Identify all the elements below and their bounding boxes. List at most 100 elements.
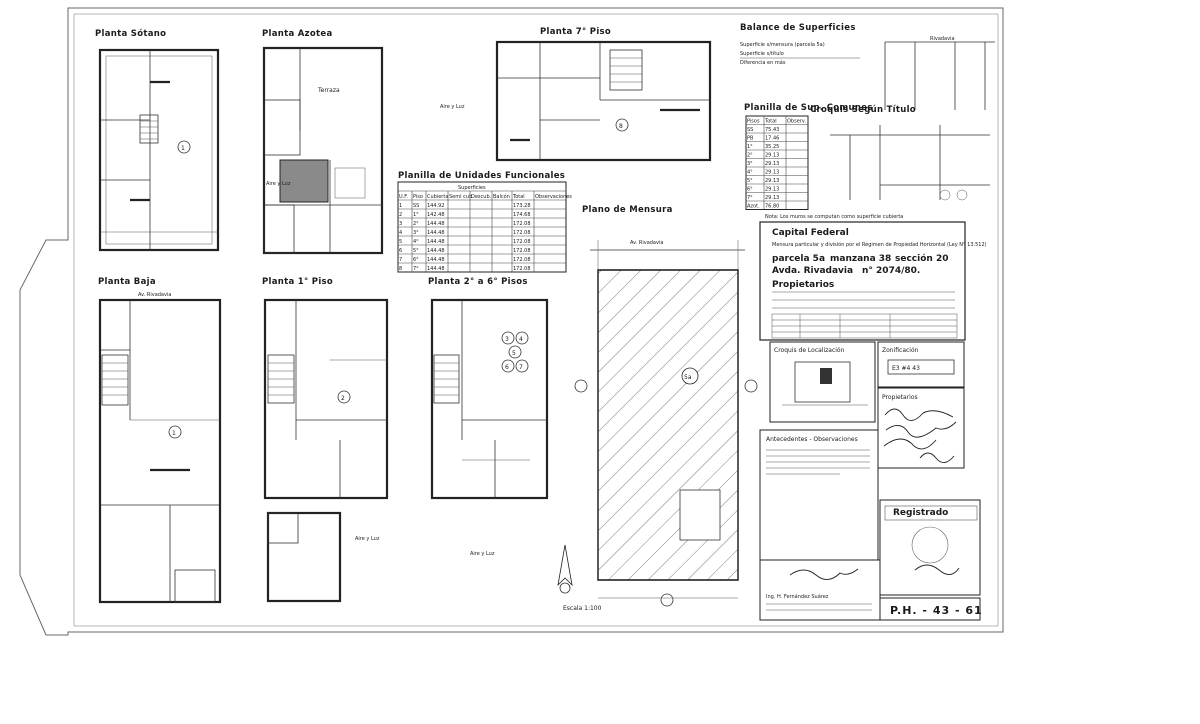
unidades-col-header: Semi cub. [449,194,474,200]
mensura-parcel-label: 5a [684,374,692,381]
unidades-cell: 172.08 [513,248,531,254]
unidades-col-header: Descub. [471,194,492,200]
table-unidades: Planilla de Unidades Funcionales Superfi… [397,171,572,273]
unit-label-5: 5 [512,350,516,357]
unidades-col-header: Balcón [493,193,510,200]
balance-line-2: Superficie s/título [740,50,784,57]
comunes-cell: 29.13 [765,161,779,167]
tb-seccion: sección 20 [895,253,948,264]
plan-code: P.H. - 43 - 61 [890,604,983,617]
plan-piso7: Planta 7° Piso Aire y Luz 8 [440,27,712,162]
unidades-cell: 6° [413,257,419,263]
mensura-scale: Escala 1:100 [563,605,602,612]
unidades-cell: 144.48 [427,266,445,272]
north-arrow-icon [557,544,573,587]
unidades-cell: 1° [413,212,419,218]
unit-label-baja: 1 [172,430,176,437]
antecedentes: Antecedentes - Observaciones [759,429,879,561]
comunes-cell: 29.13 [765,153,779,159]
propietarios-signatures: Propietarios [877,387,965,469]
antecedentes-title: Antecedentes - Observaciones [766,436,858,443]
tb-parcela: parcela 5a [772,254,825,264]
plan-sotano-title: Planta Sótano [95,28,166,39]
unidades-cell: 172.08 [513,239,531,245]
comunes-cell: 7° [747,195,753,201]
unit-label-3: 3 [505,336,509,343]
pisos26-air-label: Aire y Luz [470,551,495,557]
croquis-plano: Rivadavia [884,36,995,110]
unidades-cell: 173.28 [513,203,531,209]
comunes-cell: 35.25 [765,144,779,150]
comunes-cell: 75.43 [765,127,779,133]
unidades-cell: SS [413,203,419,209]
unit-label-4: 4 [519,336,523,343]
comunes-cell: 17.46 [765,136,779,142]
croquis-localizacion: Croquis de Localización [769,341,876,423]
comunes-cell: 4° [747,170,753,176]
balance-title: Balance de Superficies [740,23,856,33]
unit-label-6: 6 [505,364,509,371]
tb-manzana: manzana 38 [830,254,891,264]
unidades-cell: 5° [413,248,419,254]
plan-sotano: Planta Sótano 1 [95,28,220,252]
croquis-plano-street: Rivadavia [930,36,955,42]
plan-pisos26: Planta 2° a 6° Pisos 3 4 5 6 7 Aire y Lu… [428,277,549,557]
unidades-cell: 7° [413,266,419,272]
plan-code-box: P.H. - 43 - 61 [879,597,983,621]
plan-azotea-title: Planta Azotea [262,29,333,39]
azotea-terraza-label: Terraza [317,87,340,94]
unidades-cell: 8 [399,266,402,272]
mensura-title: Plano de Mensura [582,205,673,215]
balance-line-3: Diferencia en más [740,59,786,66]
propietarios-label: Propietarios [882,394,918,401]
croquis-titulo-title: Croquis Según Título [810,105,916,115]
tb-note: Nota: Los muros se computan como superfi… [765,214,903,220]
unidades-cell: 174.68 [513,212,531,218]
comunes-cell: 2° [747,153,753,159]
unidades-col-header: Observaciones [535,194,572,200]
unit-label-sotano: 1 [181,145,185,152]
professional-name: Ing. H. Fernández Suárez [766,593,829,600]
balance-superficies: Balance de Superficies Superficie s/mens… [740,23,860,66]
unidades-cell: 172.08 [513,230,531,236]
balance-line-1: Superficie s/mensura (parcela 5a) [740,42,825,48]
baja-street-label: Av. Rivadavia [138,292,171,298]
comunes-col-header: Observ. [787,119,806,125]
unidades-col-header: Cubierta [427,194,448,200]
unidades-col-header: U.F. [399,194,408,200]
signature-1 [884,408,954,421]
plan-pisos26-title: Planta 2° a 6° Pisos [428,277,528,287]
comunes-cell: 5° [747,178,753,184]
registrado-label: Registrado [893,508,948,518]
unidades-cell: 144.48 [427,248,445,254]
plan-azotea: Planta Azotea Terraza Aire y Luz [262,29,384,255]
azotea-air-label: Aire y Luz [266,181,291,187]
title-block: Capital Federal Mensura particular y div… [759,214,987,341]
unit-label-piso7: 8 [619,123,623,130]
comunes-cell: 6° [747,187,753,193]
unidades-cell: 4 [399,230,402,236]
comunes-cell: 29.13 [765,195,779,201]
comunes-title: Planilla de Sup. Comunes [744,103,873,113]
unidades-cell: 144.48 [427,239,445,245]
registrado-signature [914,564,960,575]
unidades-cell: 142.48 [427,212,445,218]
zone-code: E3 #4 43 [892,365,920,372]
comunes-grid [745,115,809,210]
mensura-street: Av. Rivadavia [630,240,663,246]
unidades-cell: 144.48 [427,221,445,227]
zonificacion: Zonificación E3 #4 43 [877,341,965,388]
comunes-cell: SS [747,127,753,133]
plan-baja: Planta Baja Av. Rivadavia 1 [98,277,222,604]
unidades-cell: 172.08 [513,257,531,263]
comunes-cell: 76.80 [765,204,779,210]
unit-label-piso1: 2 [341,395,345,402]
comunes-cell: Azot. [747,204,760,210]
unidades-cell: 2 [399,212,402,218]
tb-address: Avda. Rivadavia [772,266,853,276]
unidades-cell: 144.92 [427,203,445,209]
tb-propietarios-heading: Propietarios [772,280,834,290]
signature-2 [885,421,957,438]
unit-circles-pisos26: 3 4 5 6 7 [501,331,529,373]
